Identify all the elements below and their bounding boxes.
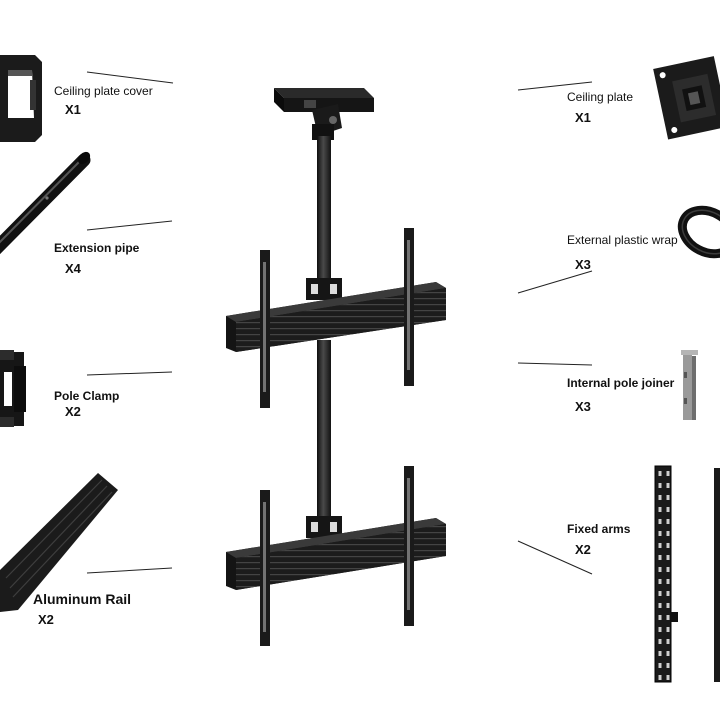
leader-external-plastic-wrap bbox=[517, 270, 593, 294]
qty-pole-clamp: X2 bbox=[65, 404, 81, 419]
ceiling-plate-image bbox=[653, 56, 720, 140]
leader-ceiling-plate bbox=[517, 81, 593, 91]
leader-aluminum-rail bbox=[86, 567, 173, 574]
leader-pole-clamp bbox=[86, 371, 173, 376]
label-ceiling-plate-cover: Ceiling plate cover bbox=[54, 84, 153, 98]
label-extension-pipe: Extension pipe bbox=[54, 241, 140, 255]
qty-ceiling-plate-cover: X1 bbox=[65, 102, 81, 117]
leader-internal-pole-joiner bbox=[517, 362, 593, 366]
label-fixed-arms: Fixed arms bbox=[567, 522, 631, 536]
qty-aluminum-rail: X2 bbox=[38, 612, 54, 627]
label-ceiling-plate: Ceiling plate bbox=[567, 90, 634, 104]
fixed-arms-image bbox=[654, 465, 720, 683]
qty-ceiling-plate: X1 bbox=[575, 110, 591, 125]
label-aluminum-rail: Aluminum Rail bbox=[33, 591, 132, 607]
qty-internal-pole-joiner: X3 bbox=[575, 399, 591, 414]
extension-pipe-image bbox=[0, 151, 91, 255]
pole-clamp-image bbox=[0, 350, 26, 427]
qty-external-plastic-wrap: X3 bbox=[575, 257, 591, 272]
qty-extension-pipe: X4 bbox=[65, 261, 81, 276]
ceiling-plate-cover-image bbox=[0, 55, 42, 142]
qty-fixed-arms: X2 bbox=[575, 542, 591, 557]
label-external-plastic-wrap: External plastic wrap bbox=[567, 233, 678, 247]
aluminum-rail-image bbox=[0, 473, 118, 612]
label-pole-clamp: Pole Clamp bbox=[54, 389, 120, 403]
external-plastic-wrap-image bbox=[677, 205, 720, 259]
leader-lines bbox=[86, 71, 593, 575]
label-internal-pole-joiner: Internal pole joiner bbox=[567, 376, 675, 390]
assembled-mount-image bbox=[226, 88, 446, 646]
internal-pole-joiner-image bbox=[681, 350, 698, 420]
leader-extension-pipe bbox=[86, 220, 173, 231]
leader-fixed-arms bbox=[517, 540, 593, 575]
leader-ceiling-plate-cover bbox=[86, 71, 174, 84]
